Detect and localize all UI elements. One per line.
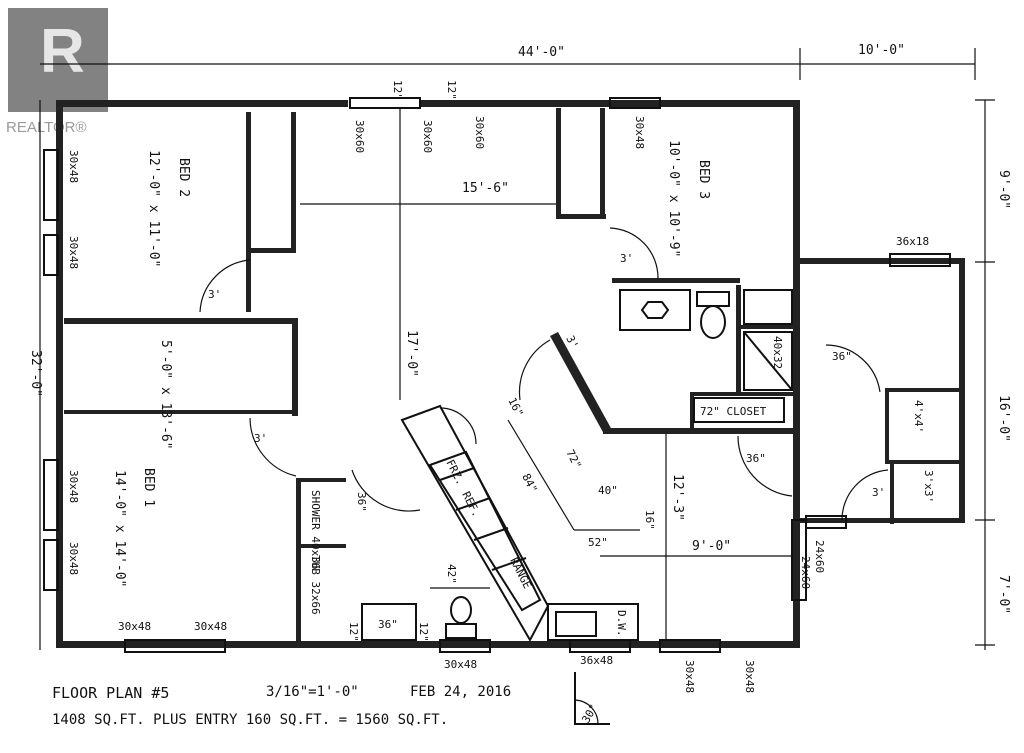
dim-52: 52" — [588, 536, 608, 549]
window-labels: 30x60 30x60 30x60 30x48 12" 12" 30x48 30… — [67, 80, 826, 693]
interior-dimension-lines — [300, 108, 792, 640]
closet-3x3-label: 3'x3' — [922, 470, 935, 503]
dim-9-0: 9'-0" — [692, 539, 731, 554]
dim-42: 42" — [445, 564, 458, 584]
hall-size: 5'-0" x 13'-6" — [158, 340, 173, 450]
door-36c: 36" — [355, 492, 368, 512]
window-top-2: 30x60 — [421, 120, 434, 153]
room-labels: BED 2 12'-0" x 11'-0" BED 3 10'-0" x 10'… — [112, 140, 935, 637]
window-left-2: 30x48 — [67, 236, 80, 269]
window-top-1: 30x60 — [353, 120, 366, 153]
bed2-name: BED 2 — [176, 158, 191, 197]
svg-text:R: R — [40, 17, 85, 86]
plan-date: FEB 24, 2016 — [410, 684, 511, 700]
bathroom-fixtures — [361, 289, 793, 641]
window-bottom-5: 30x48 — [683, 660, 696, 693]
dimension-labels: 15'-6" 17'-0" 12'-3" 9'-0" 72" 84" 40" 5… — [208, 181, 929, 642]
bed1-name: BED 1 — [141, 468, 156, 507]
dim-height-left: 32'-0" — [28, 350, 43, 397]
kitchen-counter — [400, 404, 639, 643]
dim-right-seg-2: 16'-0" — [996, 395, 1011, 442]
window-36x18: 36x18 — [896, 235, 929, 248]
plan-title: FLOOR PLAN #5 — [52, 684, 169, 702]
door-swings — [199, 227, 889, 521]
window-left-4: 30x48 — [67, 542, 80, 575]
window-top-3: 30x60 — [473, 116, 486, 149]
dim-84: 84" — [519, 471, 540, 495]
interior-walls — [64, 108, 959, 644]
realtor-logo: R REALTOR® — [6, 8, 108, 136]
title-block: FLOOR PLAN #5 3/16"=1'-0" FEB 24, 2016 1… — [52, 672, 610, 728]
dim-40: 40" — [598, 484, 618, 497]
freezer-label: FRZ. — [443, 457, 467, 487]
window-top-12a: 12" — [391, 80, 404, 100]
window-top-4: 30x48 — [633, 116, 646, 149]
dim-width-top: 44'-0" — [518, 45, 565, 60]
plan-scale: 3/16"=1'-0" — [266, 684, 359, 700]
window-top-12b: 12" — [445, 80, 458, 100]
plan-area: 1408 SQ.FT. PLUS ENTRY 160 SQ.FT. = 1560… — [52, 712, 448, 728]
door-36a: 36" — [832, 350, 852, 363]
shower-small-size: 40x32 — [771, 336, 784, 369]
dim-15-6: 15'-6" — [462, 181, 509, 196]
dim-12a: 12" — [347, 622, 360, 642]
dim-72: 72" — [563, 447, 584, 471]
bed3-size: 10'-0" x 10'-9" — [666, 140, 681, 257]
window-entry-2: 24x60 — [799, 556, 812, 589]
realtor-logo-text: REALTOR® — [6, 119, 87, 136]
window-entry-1: 24x60 — [813, 540, 826, 573]
dim-right-seg-1: 9'-0" — [996, 170, 1011, 209]
dishwasher-label: D.W. — [615, 610, 628, 637]
dim-width-right-top: 10'-0" — [858, 43, 905, 58]
door-3e: 3' — [872, 486, 885, 499]
dim-17-0: 17'-0" — [404, 330, 419, 377]
dim-right-seg-3: 7'-0" — [996, 575, 1011, 614]
dim-16a: 16" — [505, 395, 526, 419]
window-bottom-6: 30x48 — [743, 660, 756, 693]
door-3b: 3' — [620, 252, 633, 265]
bed1-size: 14'-0" x 14'-0" — [112, 470, 127, 587]
shower-label: SHOWER 40x36 — [309, 490, 322, 569]
fridge-label: REF. — [459, 489, 483, 519]
closet-72-label: 72" CLOSET — [700, 405, 767, 418]
dim-36-tub: 36" — [378, 618, 398, 631]
window-left-1: 30x48 — [67, 150, 80, 183]
window-bottom-1: 30x48 — [118, 620, 151, 633]
door-3c: 3' — [254, 432, 267, 445]
window-bottom-4: 36x48 — [580, 654, 613, 667]
window-left-3: 30x48 — [67, 470, 80, 503]
dim-12-3: 12'-3" — [670, 474, 685, 521]
window-bottom-3: 30x48 — [444, 658, 477, 671]
window-markers — [43, 97, 951, 653]
dim-16b: 16" — [643, 510, 656, 530]
overall-dimensions — [39, 48, 995, 650]
bed3-name: BED 3 — [696, 160, 711, 199]
dim-12b: 12" — [417, 622, 430, 642]
tub-label: TUB 32x66 — [309, 555, 322, 615]
bed2-size: 12'-0" x 11'-0" — [146, 150, 161, 267]
window-bottom-2: 30x48 — [194, 620, 227, 633]
closet-4x4-label: 4'x4' — [912, 400, 925, 433]
door-36b: 36" — [746, 452, 766, 465]
door-3a: 3' — [208, 288, 221, 301]
door-3d: 3' — [563, 333, 581, 351]
